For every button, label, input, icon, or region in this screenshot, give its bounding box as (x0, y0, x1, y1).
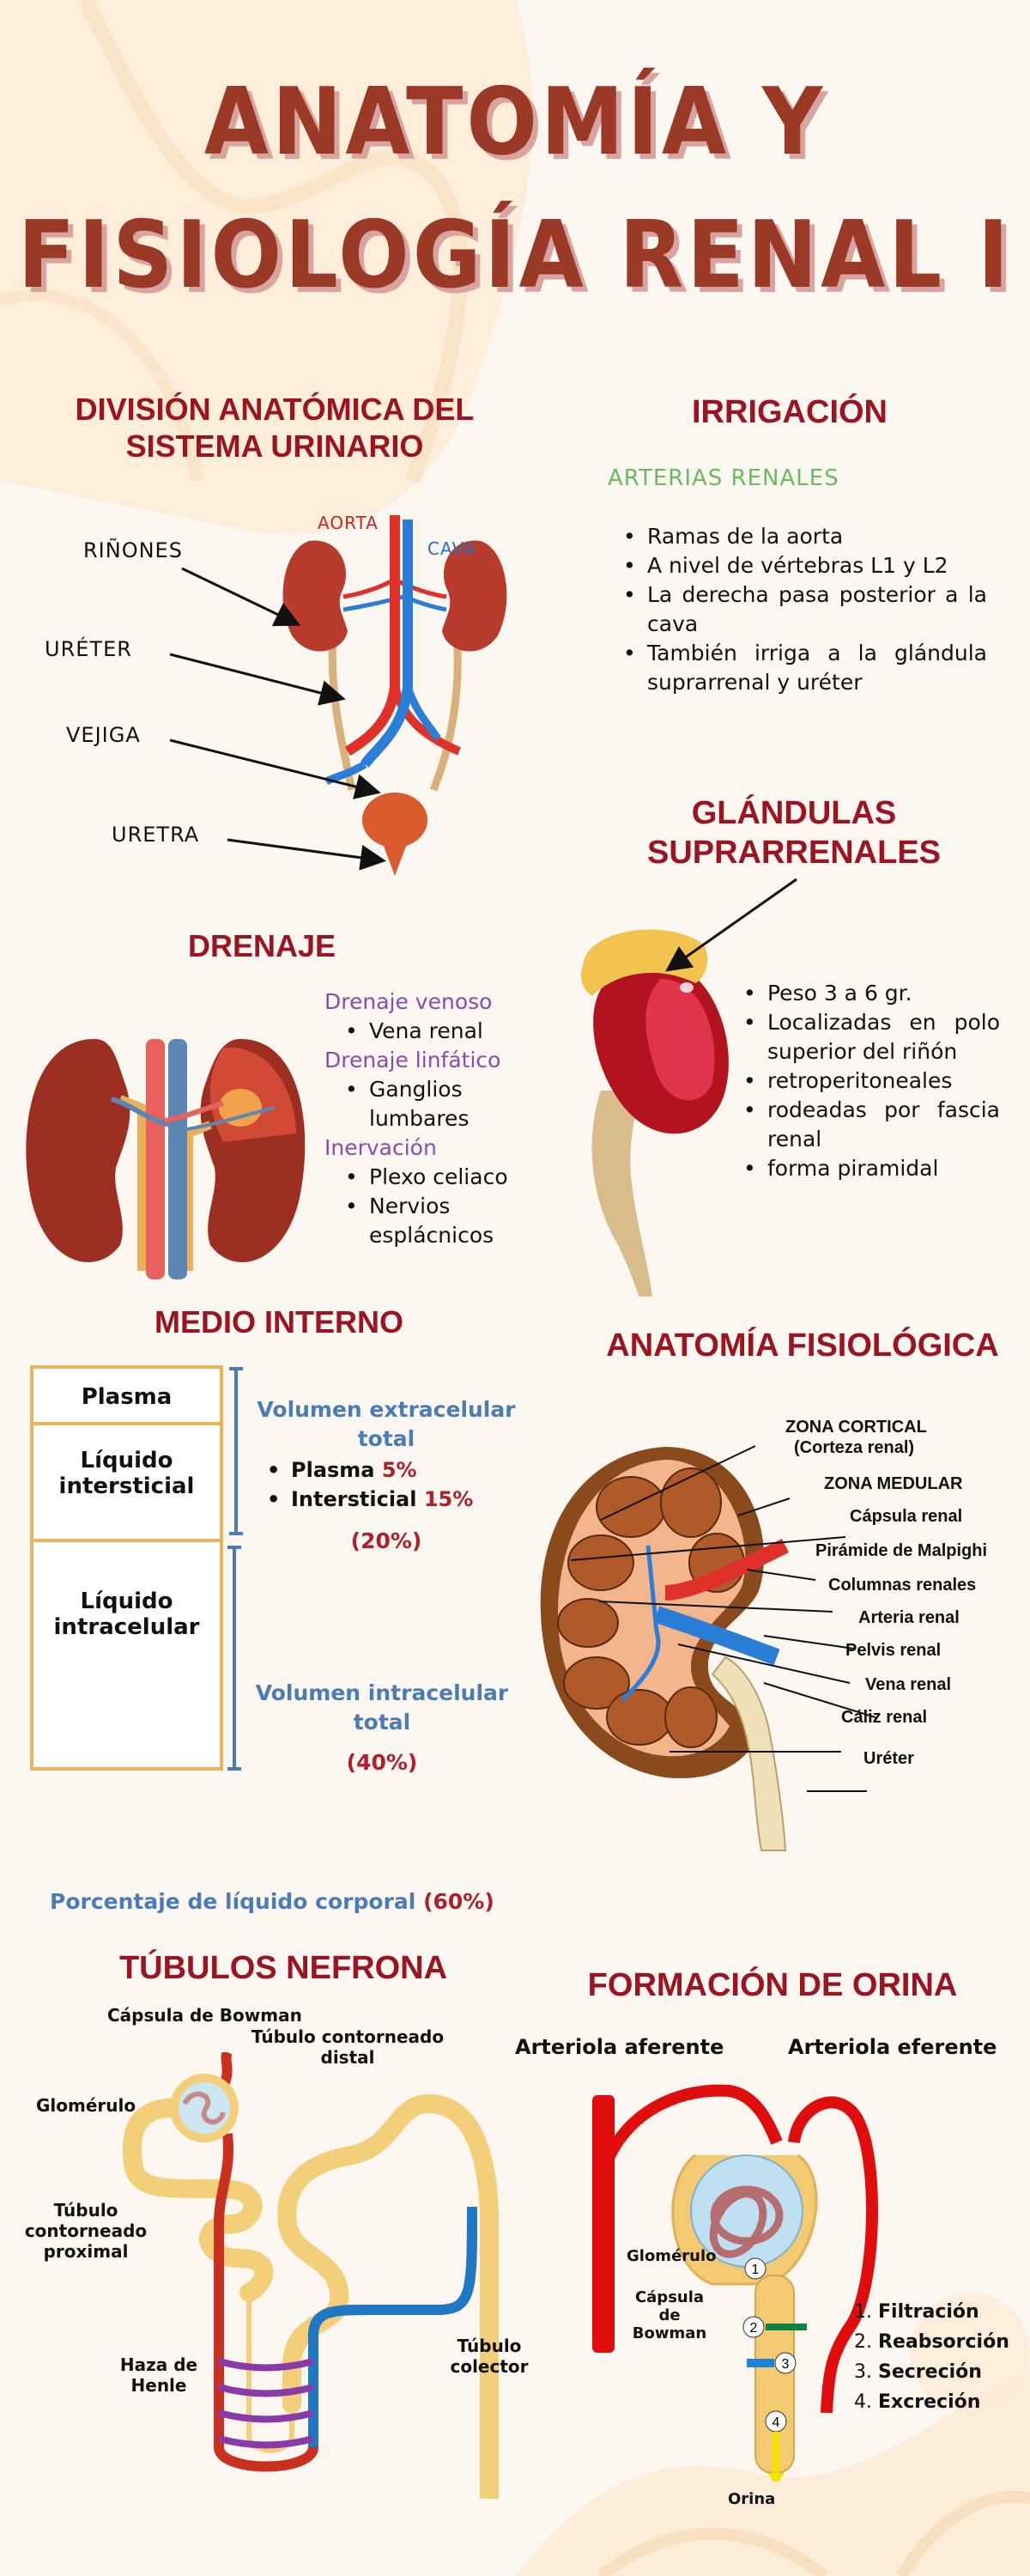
irrigacion-bullet: A nivel de vértebras L1 y L2 (618, 551, 987, 580)
label-rinones: RIÑONES (83, 538, 183, 562)
page-title-line1: ANATOMÍA Y (203, 69, 827, 176)
kidney-cross-section-illustration (540, 1447, 790, 1851)
box-liquido-intracelular: Líquido intracelular (30, 1539, 223, 1771)
label-capsula-bowman-tubulos: Cápsula de Bowman (107, 2005, 302, 2026)
drenaje-linfatico-heading: Drenaje linfático (324, 1048, 501, 1072)
label-ureter-anat: Uréter (863, 1749, 914, 1768)
extracelular-item-intersticial: Intersticial 15% (262, 1485, 473, 1514)
anatomia-fisiologica-section-title: ANATOMÍA FISIOLÓGICA (606, 1327, 999, 1364)
page-title-line2: FISIOLOGÍA RENAL I (17, 202, 1013, 309)
label-tubulo-colector: Túbulo colector (450, 2336, 529, 2377)
glandulas-title-line2: SUPRARRENALES (646, 834, 942, 871)
glandulas-bullet: retroperitoneales (738, 1066, 1000, 1096)
glandulas-bullet: forma piramidal (738, 1154, 1000, 1183)
label-aorta: AORTA (318, 513, 379, 533)
label-piramide-malpighi: Pirámide de Malpighi (815, 1541, 988, 1560)
glandulas-bullet-list: Peso 3 a 6 gr. Localizadas en polo super… (738, 979, 1000, 1183)
division-section-title: DIVISIÓN ANATÓMICA DEL SISTEMA URINARIO (75, 392, 475, 465)
irrigacion-section-title: IRRIGACIÓN (692, 394, 888, 430)
step-secrecion: 3.Secreción (854, 2361, 982, 2383)
extracelular-bracket (229, 1367, 243, 1535)
label-arteria-renal: Arteria renal (858, 1608, 960, 1627)
bladder (362, 793, 427, 848)
irrigacion-bullet: También irriga a la glándula suprarrenal… (618, 639, 987, 697)
label-cava: CAVA (427, 538, 476, 559)
medio-interno-section-title: MEDIO INTERNO (154, 1304, 403, 1340)
label-vena-renal: Vena renal (865, 1675, 952, 1694)
label-arteriola-aferente: Arteriola aferente (515, 2035, 724, 2059)
division-pointer-arrows (169, 567, 386, 871)
label-uretra: URETRA (112, 823, 200, 847)
box-plasma: Plasma (30, 1365, 223, 1425)
glandulas-bullet: Peso 3 a 6 gr. (738, 979, 1000, 1008)
extracelular-total: (20%) (350, 1528, 422, 1553)
label-capsula-bowman-formacion: Cápsula de Bowman (632, 2288, 707, 2342)
intracelular-total: (40%) (346, 1750, 418, 1775)
drenaje-section-title: DRENAJE (187, 928, 336, 963)
label-orina: Orina (728, 2490, 776, 2508)
drenaje-item: Plexo celiaco (340, 1163, 548, 1192)
drenaje-item: Vena renal (340, 1017, 548, 1046)
extracelular-item-plasma: Plasma 5% (262, 1455, 473, 1485)
drenaje-item: Nervios esplácnicos (340, 1192, 548, 1250)
glandulas-pointer-arrow (665, 878, 797, 972)
intracelular-heading: Volumen intracelular total (255, 1680, 509, 1735)
extracelular-list: Plasma 5% Intersticial 15% (262, 1455, 473, 1514)
label-corteza-renal: (Corteza renal) (794, 1438, 915, 1457)
formation-steps-list: 1.Filtración 2.Reabsorción 3.Secreción 4… (854, 2301, 1009, 2421)
label-arteriola-eferente: Arteriola eferente (788, 2035, 997, 2059)
label-zona-cortical: ZONA CORTICAL (785, 1418, 927, 1437)
label-columnas-renales: Columnas renales (828, 1576, 977, 1595)
drenaje-venoso-heading: Drenaje venoso (324, 989, 493, 1014)
anatomia-leader-lines (570, 1445, 876, 1792)
tubulos-section-title: TÚBULOS NEFRONA (118, 1950, 448, 1986)
label-glomerulo-tubulos: Glomérulo (36, 2095, 136, 2116)
label-zona-medular: ZONA MEDULAR (824, 1474, 963, 1493)
irrigacion-bullet-list: Ramas de la aorta A nivel de vértebras L… (618, 522, 987, 697)
inervacion-heading: Inervación (324, 1135, 437, 1160)
right-kidney (442, 540, 507, 652)
box-liquido-intersticial: Líquido intersticial (30, 1422, 223, 1542)
label-haza-henle: Haza de Henle (119, 2354, 198, 2396)
step-reabsorcion: 2.Reabsorción (854, 2331, 1009, 2353)
glandulas-bullet: Localizadas en polo superior del riñón (738, 1008, 1000, 1066)
adrenal-gland-illustration (581, 929, 729, 1297)
step-excrecion: 4.Excreción (854, 2391, 981, 2413)
label-pelvis-renal: Pelvis renal (845, 1641, 942, 1660)
label-tubulo-distal: Túbulo contorneado distal (251, 2026, 445, 2068)
label-capsula-renal: Cápsula renal (850, 1507, 963, 1526)
formacion-section-title: FORMACIÓN DE ORINA (587, 1967, 958, 2003)
glandulas-bullet: rodeadas por fascia renal (738, 1096, 1000, 1154)
porcentaje-liquido-corporal: Porcentaje de líquido corporal (60%) (50, 1889, 494, 1914)
extracelular-heading: Volumen extracelular total (257, 1397, 516, 1451)
intracelular-bracket (227, 1546, 241, 1771)
step-filtracion: 1.Filtración (854, 2301, 979, 2323)
drainage-kidney-illustration (26, 1039, 306, 1279)
drenaje-list: Drenaje venoso Vena renal Drenaje linfát… (324, 987, 548, 1250)
nephron-tubules-illustration (122, 2052, 499, 2499)
glandulas-title-line1: GLÁNDULAS (691, 795, 897, 831)
label-ureter: URÉTER (45, 637, 132, 661)
label-tubulo-proximal: Túbulo contorneado proximal (24, 2200, 148, 2262)
svg-text:4: 4 (772, 2415, 780, 2430)
svg-text:1: 1 (752, 2263, 760, 2277)
glandulas-section-title: GLÁNDULAS SUPRARRENALES (635, 794, 953, 872)
svg-text:3: 3 (782, 2357, 790, 2372)
urine-formation-illustration: 1 2 3 4 (592, 2084, 879, 2482)
label-vejiga: VEJIGA (66, 723, 141, 747)
irrigacion-bullet: La derecha pasa posterior a la cava (618, 580, 987, 639)
drenaje-item: Ganglios lumbares (340, 1075, 548, 1133)
svg-text:2: 2 (750, 2321, 758, 2336)
irrigacion-bullet: Ramas de la aorta (618, 522, 987, 551)
irrigacion-subtitle: ARTERIAS RENALES (608, 465, 839, 491)
label-glomerulo-formacion: Glomérulo (627, 2247, 717, 2265)
